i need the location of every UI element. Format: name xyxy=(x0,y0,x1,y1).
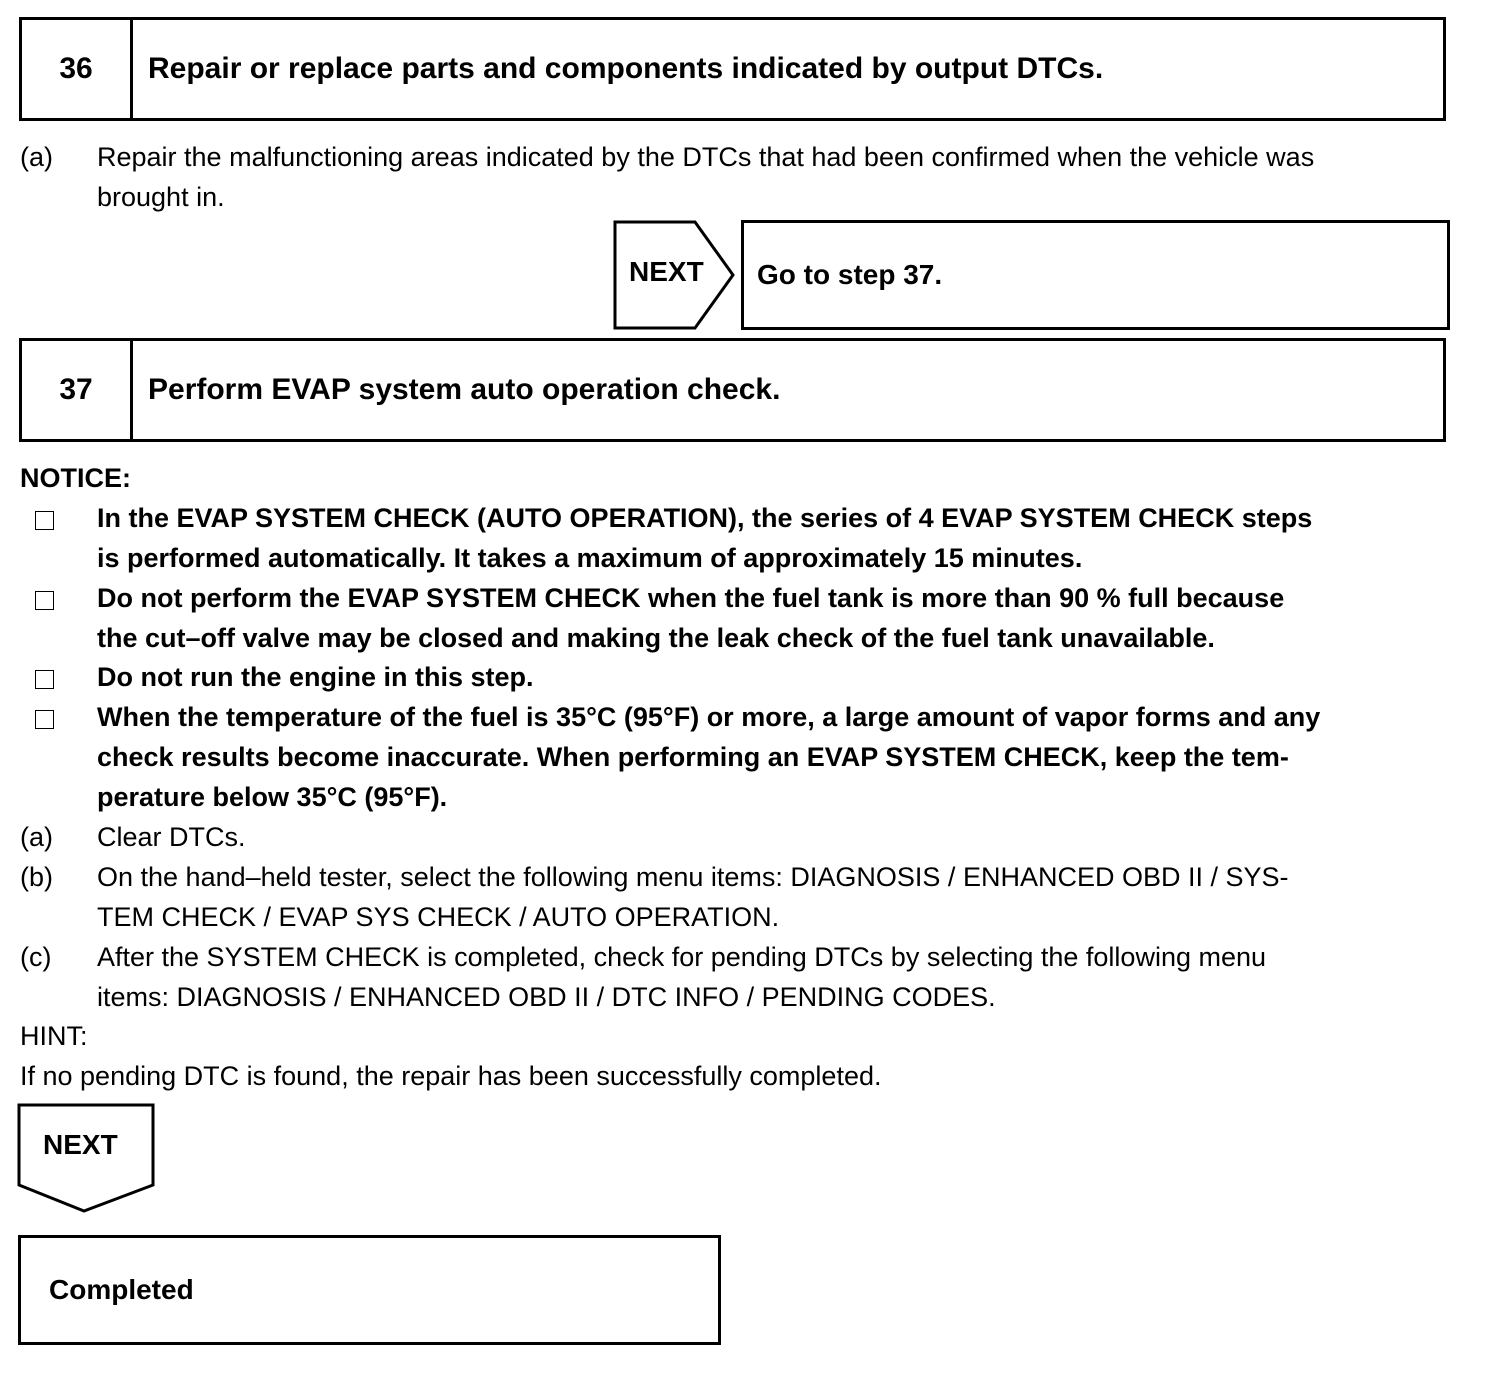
notice-1-line2: is performed automatically. It takes a m… xyxy=(97,543,1083,573)
item-a-line1: Clear DTCs. xyxy=(97,822,246,852)
step-37-header: 37 Perform EVAP system auto operation ch… xyxy=(19,338,1446,442)
item-b-label: (b) xyxy=(20,862,53,892)
step-36-header: 36 Repair or replace parts and component… xyxy=(19,17,1446,121)
checkbox-bullet-icon xyxy=(35,710,54,729)
checkbox-bullet-icon xyxy=(35,511,54,530)
notice-4-line2: check results become inaccurate. When pe… xyxy=(97,742,1289,772)
item-a-label: (a) xyxy=(20,822,53,852)
next-label-step36: NEXT xyxy=(629,256,704,287)
next-arrow-shape xyxy=(613,220,735,330)
next-target-box-step36: Go to step 37. xyxy=(741,220,1450,330)
item-b-line1: On the hand–held tester, select the foll… xyxy=(97,862,1289,892)
next-arrow-down-shape xyxy=(17,1103,155,1213)
completed-text: Completed xyxy=(49,1274,194,1305)
hint-text: If no pending DTC is found, the repair h… xyxy=(20,1061,882,1091)
notice-4-line1: When the temperature of the fuel is 35°C… xyxy=(97,702,1321,732)
notice-3-line1: Do not run the engine in this step. xyxy=(97,662,534,692)
step-36-item-a-label: (a) xyxy=(20,142,53,172)
step-36-item-a-line1: Repair the malfunctioning areas indicate… xyxy=(97,142,1315,172)
notice-2-line1: Do not perform the EVAP SYSTEM CHECK whe… xyxy=(97,583,1285,613)
step-36-item-a-line2: brought in. xyxy=(97,182,225,212)
notice-4-line3: perature below 35°C (95°F). xyxy=(97,782,448,812)
step-36-title: Repair or replace parts and components i… xyxy=(148,52,1104,85)
step-37-number: 37 xyxy=(22,341,133,439)
checkbox-bullet-icon xyxy=(35,670,54,689)
item-b-line2: TEM CHECK / EVAP SYS CHECK / AUTO OPERAT… xyxy=(97,902,780,932)
notice-2-line2: the cut–off valve may be closed and maki… xyxy=(97,623,1215,653)
hint-heading: HINT: xyxy=(20,1021,88,1051)
step-36-number: 36 xyxy=(22,20,133,118)
checkbox-bullet-icon xyxy=(35,591,54,610)
next-arrow-step37: NEXT xyxy=(17,1103,157,1215)
next-arrow-step36: NEXT xyxy=(613,220,737,330)
step-37-title: Perform EVAP system auto operation check… xyxy=(148,373,781,406)
notice-1-line1: In the EVAP SYSTEM CHECK (AUTO OPERATION… xyxy=(97,503,1313,533)
item-c-line2: items: DIAGNOSIS / ENHANCED OBD II / DTC… xyxy=(97,982,996,1012)
item-c-label: (c) xyxy=(20,942,52,972)
next-label-step37: NEXT xyxy=(43,1129,118,1160)
next-target-text-step36: Go to step 37. xyxy=(757,259,943,290)
item-c-line1: After the SYSTEM CHECK is completed, che… xyxy=(97,942,1267,972)
notice-heading: NOTICE: xyxy=(20,463,131,493)
completed-box: Completed xyxy=(18,1235,721,1345)
